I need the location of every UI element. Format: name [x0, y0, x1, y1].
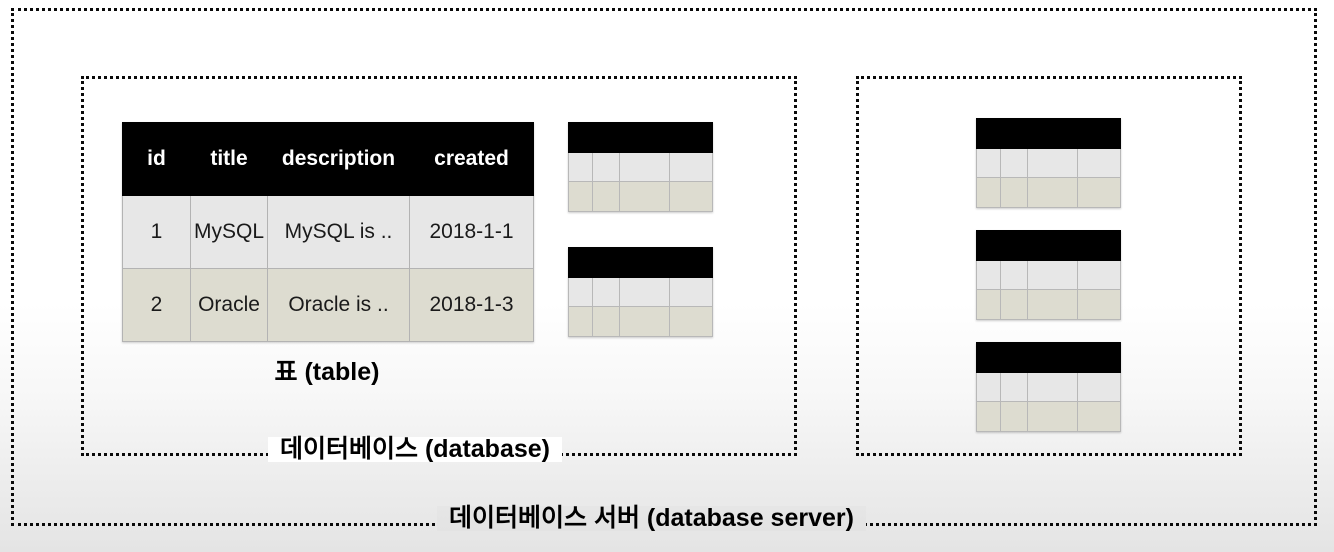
- cell-id: 1: [122, 195, 191, 269]
- mini-table-row: [568, 306, 713, 337]
- column-header-description: description: [267, 122, 410, 196]
- cell-title: Oracle: [190, 268, 268, 342]
- mini-table-header-row: [976, 118, 1121, 149]
- mini-table-row: [976, 148, 1121, 178]
- column-header-id: id: [122, 122, 191, 196]
- table-header-row: id title description created: [122, 122, 534, 196]
- column-header-title: title: [190, 122, 268, 196]
- cell-title: MySQL: [190, 195, 268, 269]
- cell-id: 2: [122, 268, 191, 342]
- mini-table-header-row: [568, 247, 713, 278]
- cell-description: Oracle is ..: [267, 268, 410, 342]
- mini-table: [976, 342, 1121, 432]
- mini-table-row: [568, 152, 713, 182]
- table-row: 1 MySQL MySQL is .. 2018-1-1: [122, 195, 534, 269]
- mini-table: [568, 247, 713, 337]
- database-boundary-right: [856, 76, 1242, 456]
- database-server-label: 데이터베이스 서버 (database server): [437, 506, 866, 531]
- mini-table-row: [568, 181, 713, 212]
- mini-table: [976, 230, 1121, 320]
- table-caption: 표 (table): [274, 358, 380, 386]
- cell-created: 2018-1-1: [409, 195, 534, 269]
- cell-created: 2018-1-3: [409, 268, 534, 342]
- data-table: id title description created 1 MySQL MyS…: [122, 122, 534, 342]
- mini-table-header-row: [568, 122, 713, 153]
- mini-table-row: [976, 372, 1121, 402]
- cell-description: MySQL is ..: [267, 195, 410, 269]
- mini-table-row: [976, 177, 1121, 208]
- column-header-created: created: [409, 122, 534, 196]
- mini-table: [568, 122, 713, 212]
- mini-table-header-row: [976, 230, 1121, 261]
- mini-table-row: [976, 289, 1121, 320]
- mini-table-row: [976, 260, 1121, 290]
- table-row: 2 Oracle Oracle is .. 2018-1-3: [122, 268, 534, 342]
- mini-table: [976, 118, 1121, 208]
- mini-table-header-row: [976, 342, 1121, 373]
- database-label: 데이터베이스 (database): [268, 437, 562, 462]
- mini-table-row: [976, 401, 1121, 432]
- mini-table-row: [568, 277, 713, 307]
